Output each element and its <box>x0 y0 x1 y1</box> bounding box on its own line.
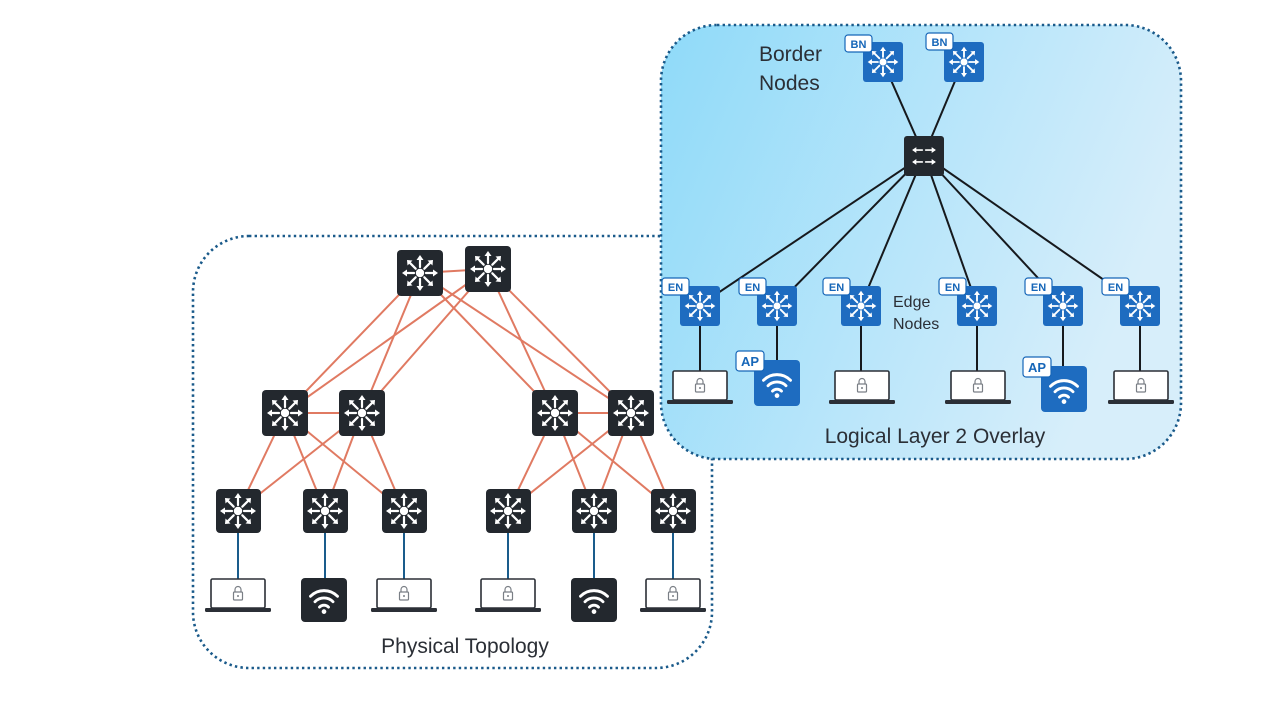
edge-node-6[interactable]: EN <box>1101 277 1160 326</box>
router-switch-icon <box>1046 289 1080 323</box>
bn-badge-label: BN <box>932 37 948 49</box>
ap-badge-label: AP <box>1028 360 1046 375</box>
overlay-access-point-1[interactable]: AP <box>735 350 800 406</box>
router-switch-icon <box>574 491 614 531</box>
core-switch-2[interactable] <box>465 246 511 292</box>
router-switch-icon <box>866 45 900 79</box>
edge-nodes-label-line1: Edge <box>893 294 930 311</box>
edge-nodes-label-line2: Nodes <box>893 316 939 333</box>
distribution-switch-4[interactable] <box>608 390 654 436</box>
bn-badge-label: BN <box>851 39 867 51</box>
access-switch-2[interactable] <box>303 489 348 533</box>
distribution-switch-3[interactable] <box>532 390 578 436</box>
router-switch-icon <box>488 491 528 531</box>
router-switch-icon <box>218 491 258 531</box>
laptop-lock-icon <box>945 370 1011 405</box>
access-switch-6[interactable] <box>651 489 696 533</box>
router-switch-icon <box>611 393 651 433</box>
laptop-lock-icon <box>667 370 733 405</box>
laptop-lock-icon <box>371 578 437 613</box>
en-badge-label: EN <box>1031 282 1046 294</box>
border-nodes-label-line2: Nodes <box>759 72 820 95</box>
edge-node-4[interactable]: EN <box>938 277 997 326</box>
logical-overlay-region <box>659 23 1183 461</box>
laptop-lock-icon <box>829 370 895 405</box>
border-node-1[interactable]: BN <box>844 34 903 82</box>
border-node-2[interactable]: BN <box>925 32 984 82</box>
access-switch-3[interactable] <box>382 489 427 533</box>
access-point-2[interactable] <box>571 578 617 622</box>
en-badge-label: EN <box>668 282 683 294</box>
border-nodes-label-line1: Border <box>759 43 822 66</box>
laptop-lock-icon <box>1108 370 1174 405</box>
en-badge-label: EN <box>945 282 960 294</box>
router-switch-icon <box>947 45 981 79</box>
router-switch-icon <box>535 393 575 433</box>
en-badge-label: EN <box>745 282 760 294</box>
en-badge-label: EN <box>829 282 844 294</box>
overlay-access-links <box>699 325 1141 372</box>
en-badge-label: EN <box>1108 282 1123 294</box>
physical-topology-region <box>191 234 714 670</box>
router-switch-icon <box>265 393 305 433</box>
overlay-access-point-2[interactable]: AP <box>1022 356 1087 412</box>
router-switch-icon <box>1123 289 1157 323</box>
logical-overlay-label: Logical Layer 2 Overlay <box>825 425 1046 448</box>
edge-node-3[interactable]: EN <box>822 277 881 326</box>
access-switch-5[interactable] <box>572 489 617 533</box>
router-switch-icon <box>760 289 794 323</box>
core-switch-1[interactable] <box>397 250 443 296</box>
router-switch-icon <box>305 491 345 531</box>
access-switch-4[interactable] <box>486 489 531 533</box>
laptop-lock-icon <box>640 578 706 613</box>
router-switch-icon <box>342 393 382 433</box>
edge-node-2[interactable]: EN <box>738 277 797 326</box>
router-switch-icon <box>653 491 693 531</box>
router-switch-icon <box>960 289 994 323</box>
router-switch-icon <box>468 249 508 289</box>
router-switch-icon <box>400 253 440 293</box>
physical-access-links <box>237 533 674 580</box>
edge-node-1[interactable]: EN <box>661 277 720 326</box>
distribution-switch-2[interactable] <box>339 390 385 436</box>
laptop-lock-icon <box>475 578 541 613</box>
access-switch-1[interactable] <box>216 489 261 533</box>
laptop-lock-icon <box>205 578 271 613</box>
fabric-l2-switch[interactable] <box>904 136 944 176</box>
physical-topology-label: Physical Topology <box>381 635 549 658</box>
edge-node-5[interactable]: EN <box>1024 277 1083 326</box>
distribution-switch-1[interactable] <box>262 390 308 436</box>
router-switch-icon <box>683 289 717 323</box>
overlay-devices: BN BN EN EN EN <box>661 32 1174 412</box>
ap-badge-label: AP <box>741 354 759 369</box>
physical-devices <box>205 246 706 622</box>
router-switch-icon <box>384 491 424 531</box>
access-point-1[interactable] <box>301 578 347 622</box>
router-switch-icon <box>844 289 878 323</box>
